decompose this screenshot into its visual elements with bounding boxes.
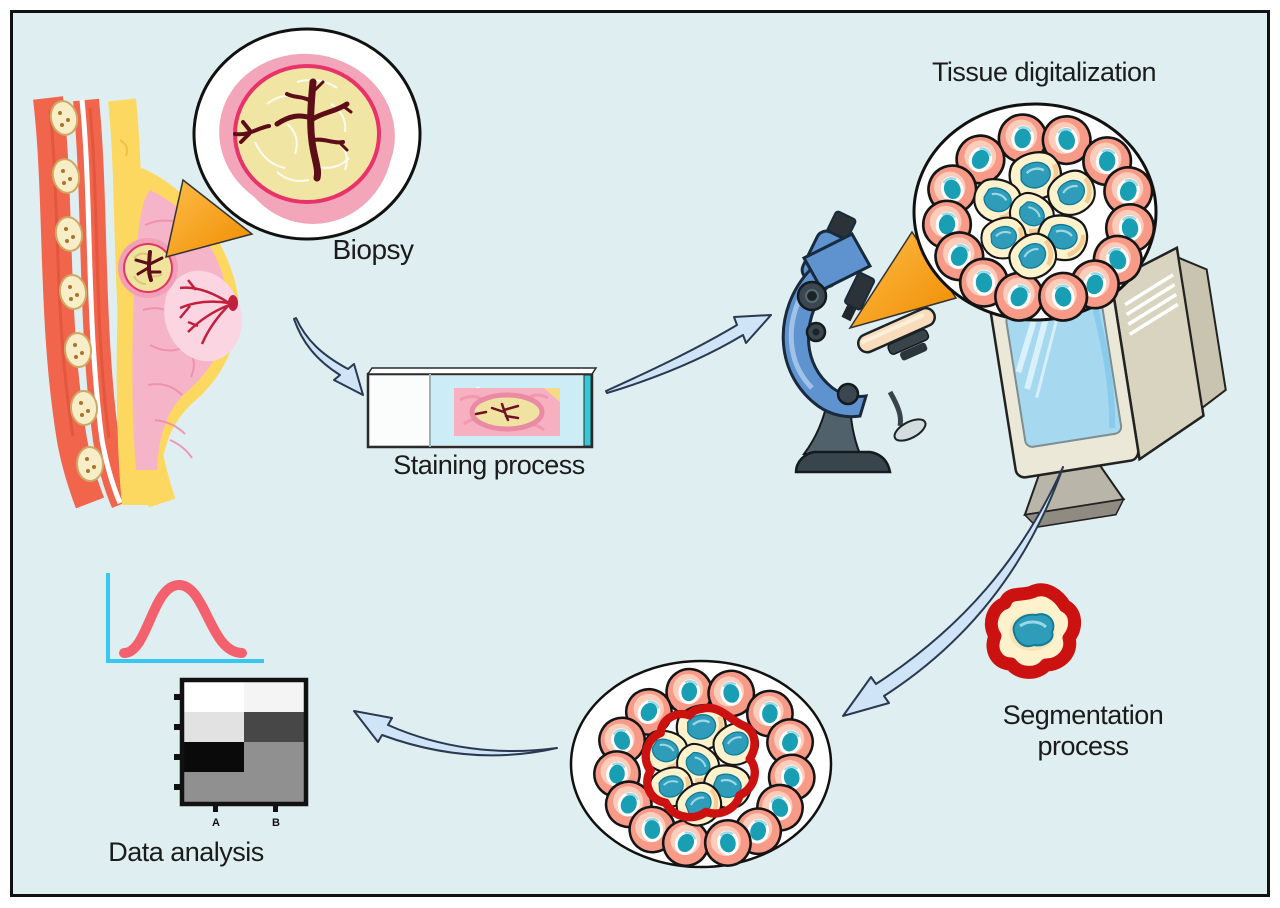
breast-anatomy-illustration (33, 96, 242, 509)
arrow-digitalization-to-segmentation (842, 466, 1064, 717)
microscope-stage (857, 306, 936, 361)
label-tissue-digitalization: Tissue digitalization (931, 57, 1157, 87)
tumor-spiculation (233, 78, 353, 182)
digitized-tissue-circle (912, 102, 1158, 329)
label-segmentation-process: Segmentation process (948, 700, 1218, 762)
arrow-staining-to-microscope (605, 314, 772, 394)
biopsy-callout-circle (192, 27, 422, 241)
ribs (49, 100, 105, 482)
tumor-in-breast (118, 238, 178, 298)
heatmap-x-ticks (213, 804, 278, 812)
bell-curve (119, 579, 247, 658)
areola-region (164, 270, 242, 362)
label-staining-process: Staining process (393, 450, 585, 480)
nipple (228, 295, 238, 311)
label-segmentation-line1: Segmentation (1002, 700, 1164, 730)
arrow-biopsy-to-staining (293, 317, 364, 396)
distribution-curve-chart (106, 573, 264, 663)
microscope (781, 210, 936, 474)
tissue-section (454, 388, 560, 436)
vent-lines (1124, 273, 1179, 336)
label-segmentation-line2: process (1037, 731, 1129, 761)
heatmap-chart: A B (174, 677, 309, 829)
arrow-segmentation-to-analysis (353, 710, 558, 757)
heatmap-col-label-b: B (272, 817, 280, 829)
segmented-tissue-circle (569, 659, 833, 874)
rib-marrow-dots (58, 111, 96, 473)
heatmap-y-ticks (174, 694, 182, 790)
monitor-screen (1005, 300, 1123, 448)
stained-slide (366, 367, 598, 449)
label-data-analysis: Data analysis (108, 837, 264, 867)
heatmap-col-label-a: A (212, 817, 220, 829)
milk-ducts (179, 279, 230, 345)
segmented-cell (984, 583, 1081, 679)
segmentation-contour (641, 703, 759, 822)
biopsy-callout-pointer (165, 178, 254, 259)
label-biopsy: Biopsy (332, 234, 414, 265)
tumor-lobule-texture (254, 79, 350, 182)
